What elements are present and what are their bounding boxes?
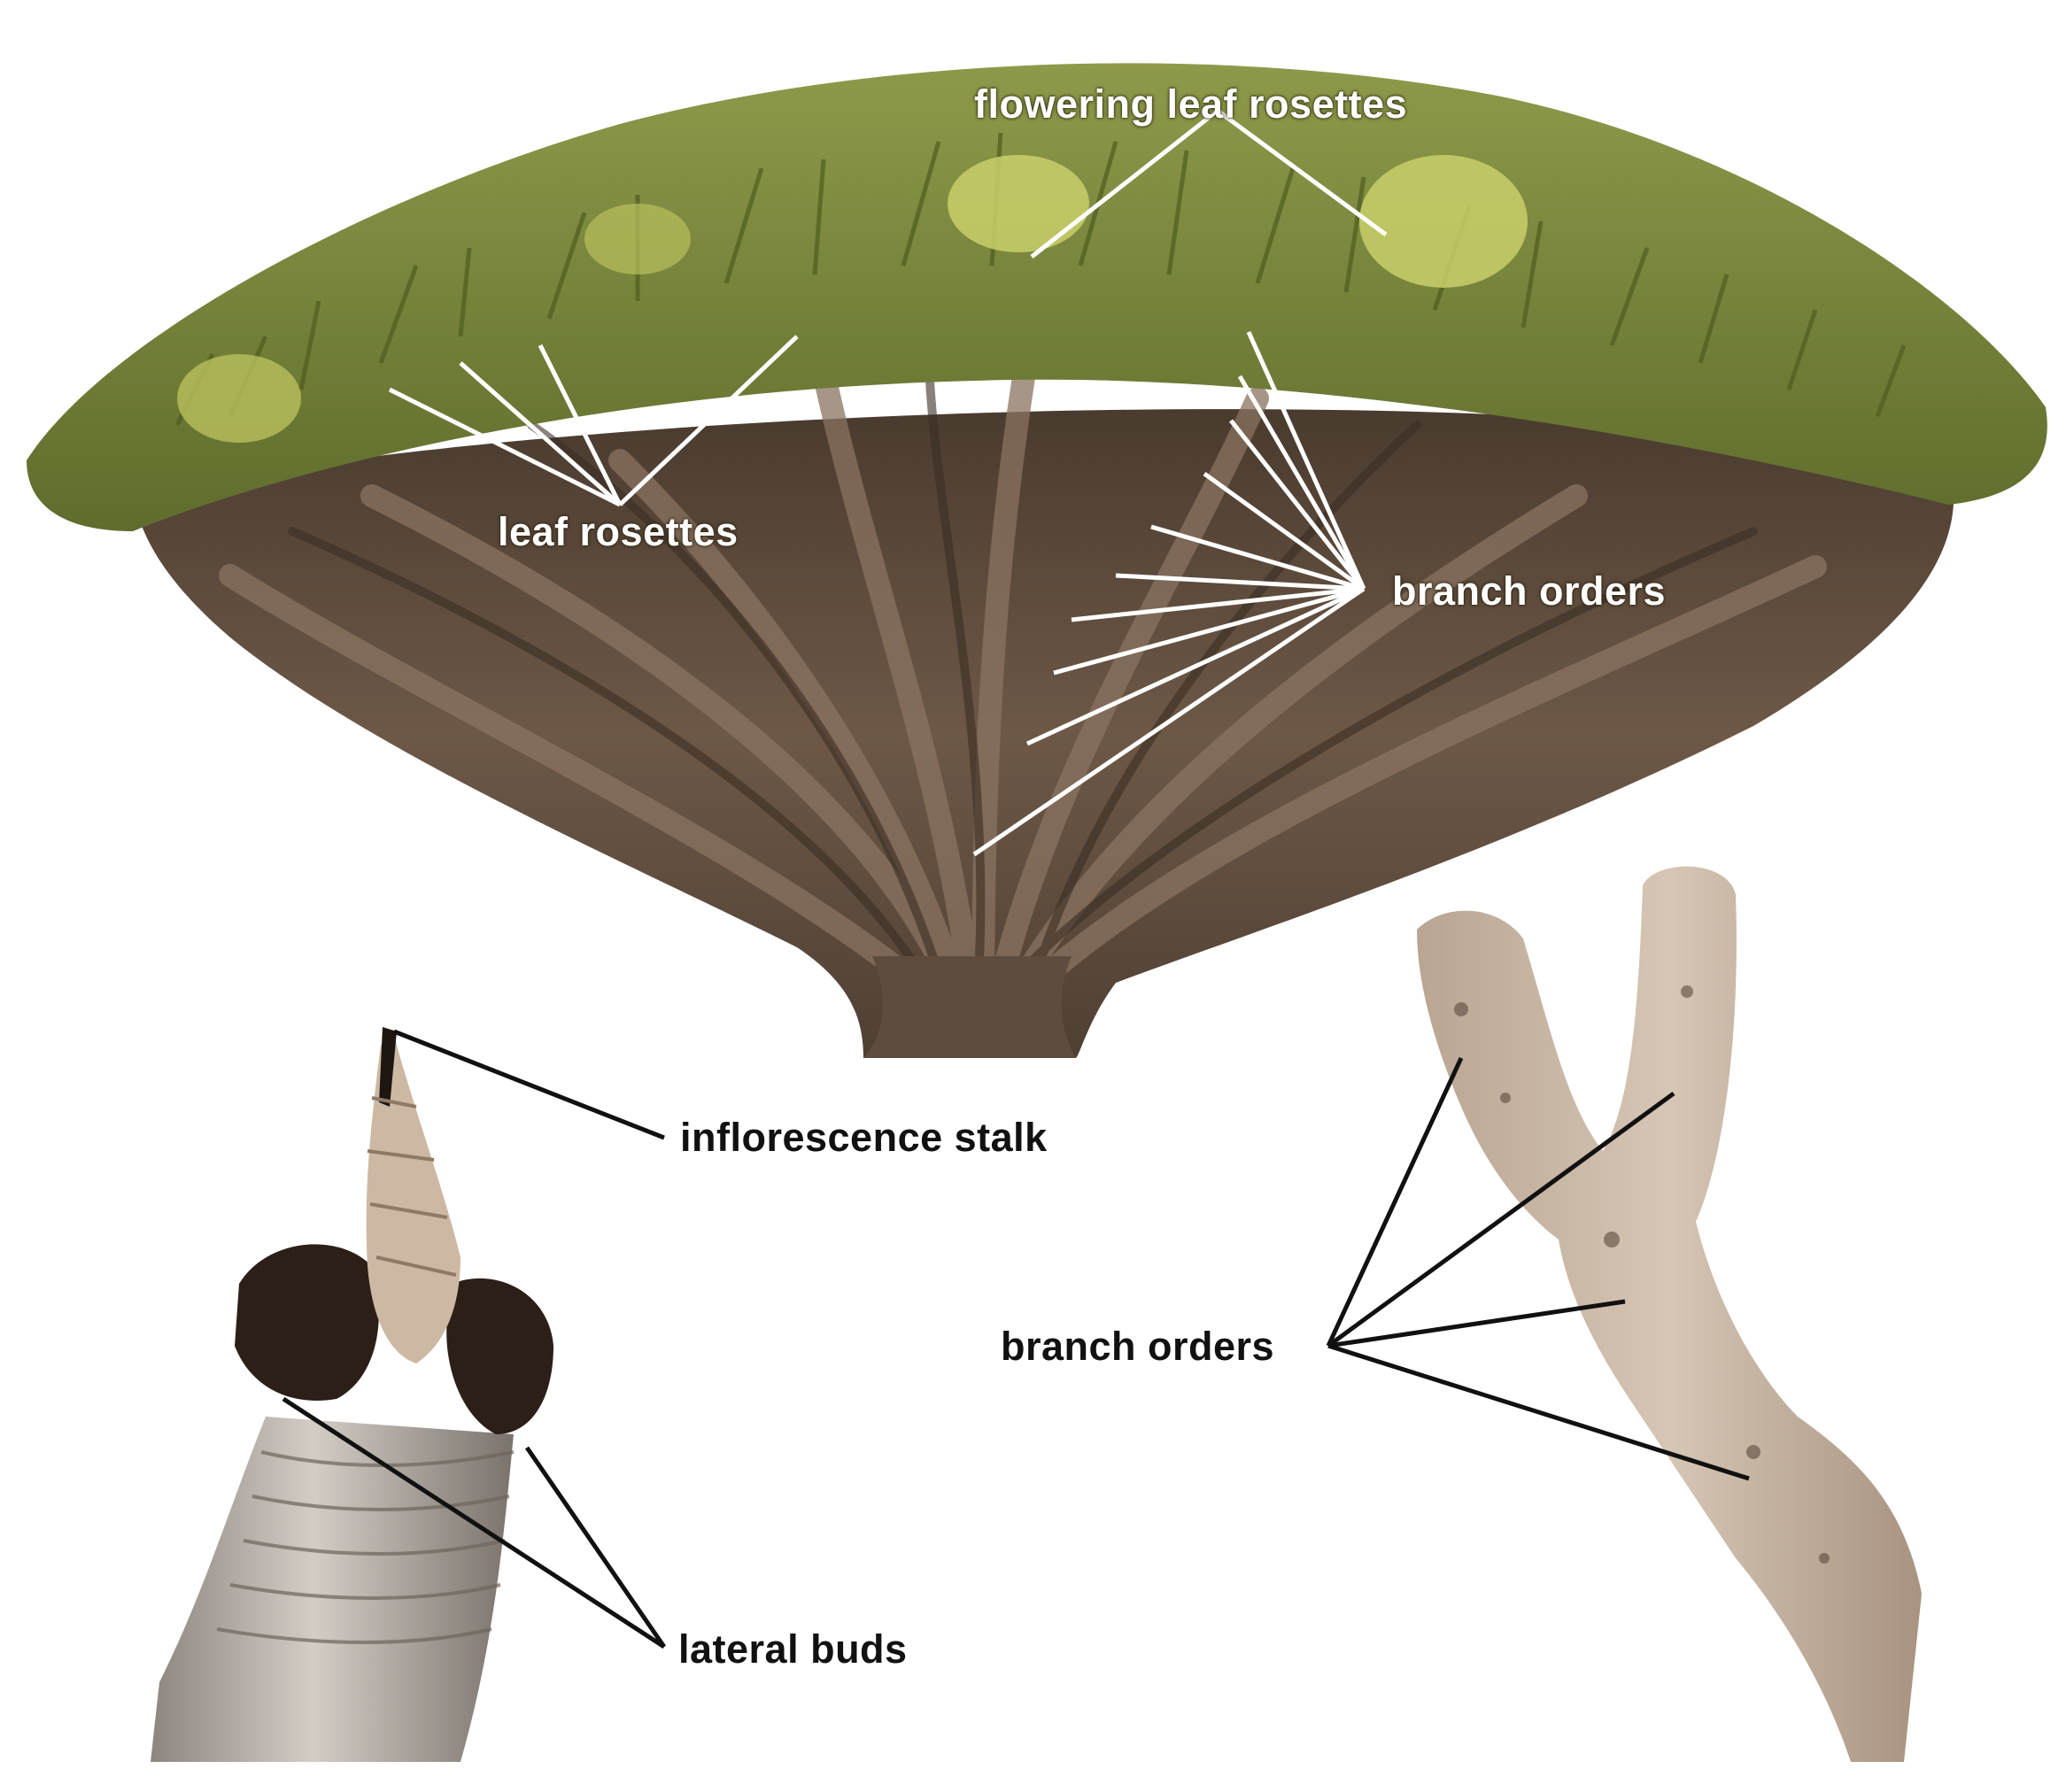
tree-canopy-foliage (27, 63, 2047, 531)
leader-lines-leaf-rosettes (388, 335, 799, 507)
label-branch-orders-tree: branch orders (1392, 568, 1667, 614)
branch-detail-photo (1417, 866, 1922, 1762)
leader-line-inflorescence-stalk (393, 1029, 665, 1140)
trunk-detail-photo (151, 1027, 553, 1762)
label-leaf-rosettes: leaf rosettes (498, 509, 739, 554)
leader-lines-branch-orders-branch (1326, 1056, 1750, 1481)
label-inflorescence-stalk: inflorescence stalk (680, 1115, 1048, 1160)
leader-lines-lateral-buds (282, 1396, 667, 1649)
label-flowering-leaf-rosettes: flowering leaf rosettes (974, 81, 1408, 127)
leader-lines-branch-orders-tree (972, 330, 1366, 857)
label-lateral-buds: lateral buds (678, 1626, 908, 1672)
leader-lines-flowering-rosettes (1030, 108, 1388, 259)
label-branch-orders-branch: branch orders (1001, 1324, 1275, 1369)
